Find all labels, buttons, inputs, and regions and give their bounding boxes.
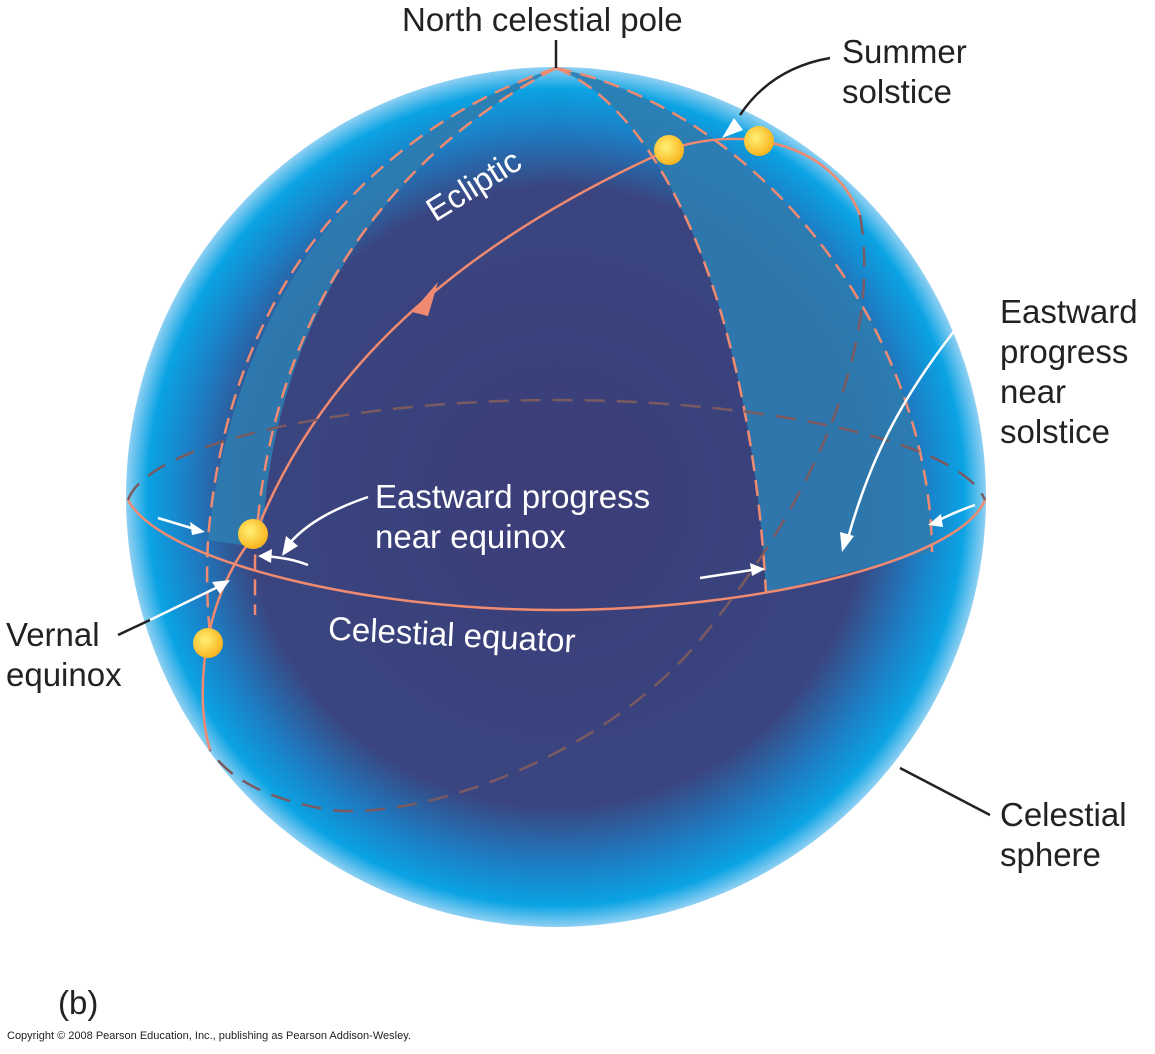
ecliptic-back [208, 214, 866, 813]
summer-solstice-label: Summer solstice [842, 33, 967, 110]
hour-circle-line [555, 66, 768, 594]
celestial-sphere-label: Celestial sphere [1000, 796, 1127, 873]
hour-band-equinox [208, 69, 556, 548]
hour-circle-line [555, 66, 934, 553]
eastward-progress-solstice-label: Eastward progress near solstice [1000, 293, 1138, 450]
copyright-text: Copyright © 2008 Pearson Education, Inc.… [7, 1030, 411, 1042]
panel-label: (b) [58, 984, 99, 1021]
hour-circle-line [253, 66, 557, 615]
sun-icon [238, 519, 268, 549]
eastward-progress-equinox-label: Eastward progress near equinox [375, 478, 651, 555]
ecliptic-direction-arrow [412, 282, 438, 316]
sun-icon [193, 628, 223, 658]
north-celestial-pole-label: North celestial pole [402, 1, 683, 38]
hour-band-solstice [556, 69, 932, 593]
celestial-equator-back [126, 398, 987, 501]
sun-icon [744, 126, 774, 156]
sun-markers [193, 126, 774, 658]
vernal-equinox-label: Vernal equinox [6, 616, 122, 693]
hour-circle-line [205, 66, 557, 661]
sun-icon [654, 135, 684, 165]
celestial-equator [126, 499, 987, 612]
